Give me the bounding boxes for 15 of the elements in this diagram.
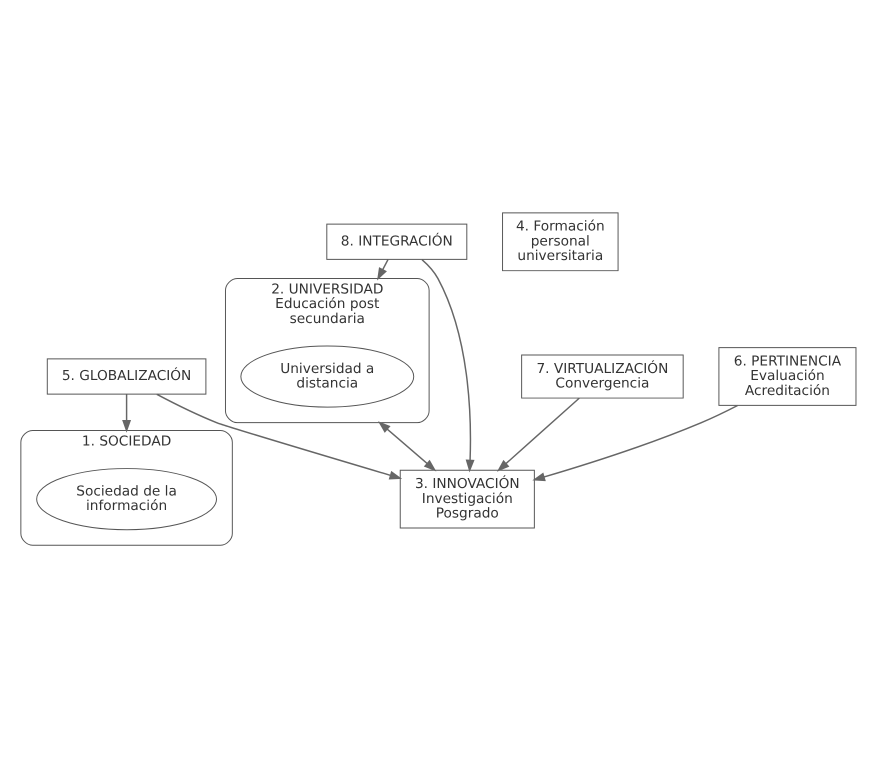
arrow [156, 393, 402, 479]
node-ellipse: Sociedad de la información [36, 468, 217, 530]
arrow [377, 258, 389, 280]
node-ellipse: Universidad a distancia [240, 344, 414, 408]
arrow [122, 394, 132, 432]
arrow [532, 404, 738, 481]
node-box: 5. GLOBALIZACIÓN [46, 358, 206, 394]
arrow [422, 258, 475, 472]
node-box: 7. VIRTUALIZACIÓN Convergencia [521, 354, 684, 398]
node-box: 8. INTEGRACIÓN [326, 223, 468, 260]
node-box: 6. PERTINENCIA Evaluación Acreditación [718, 346, 856, 406]
arrow [378, 420, 436, 471]
arrow [496, 397, 580, 472]
node-box: 3. INNOVACIÓN Investigación Posgrado [400, 469, 535, 528]
node-box: 4. Formación personal universitaria [502, 212, 619, 271]
